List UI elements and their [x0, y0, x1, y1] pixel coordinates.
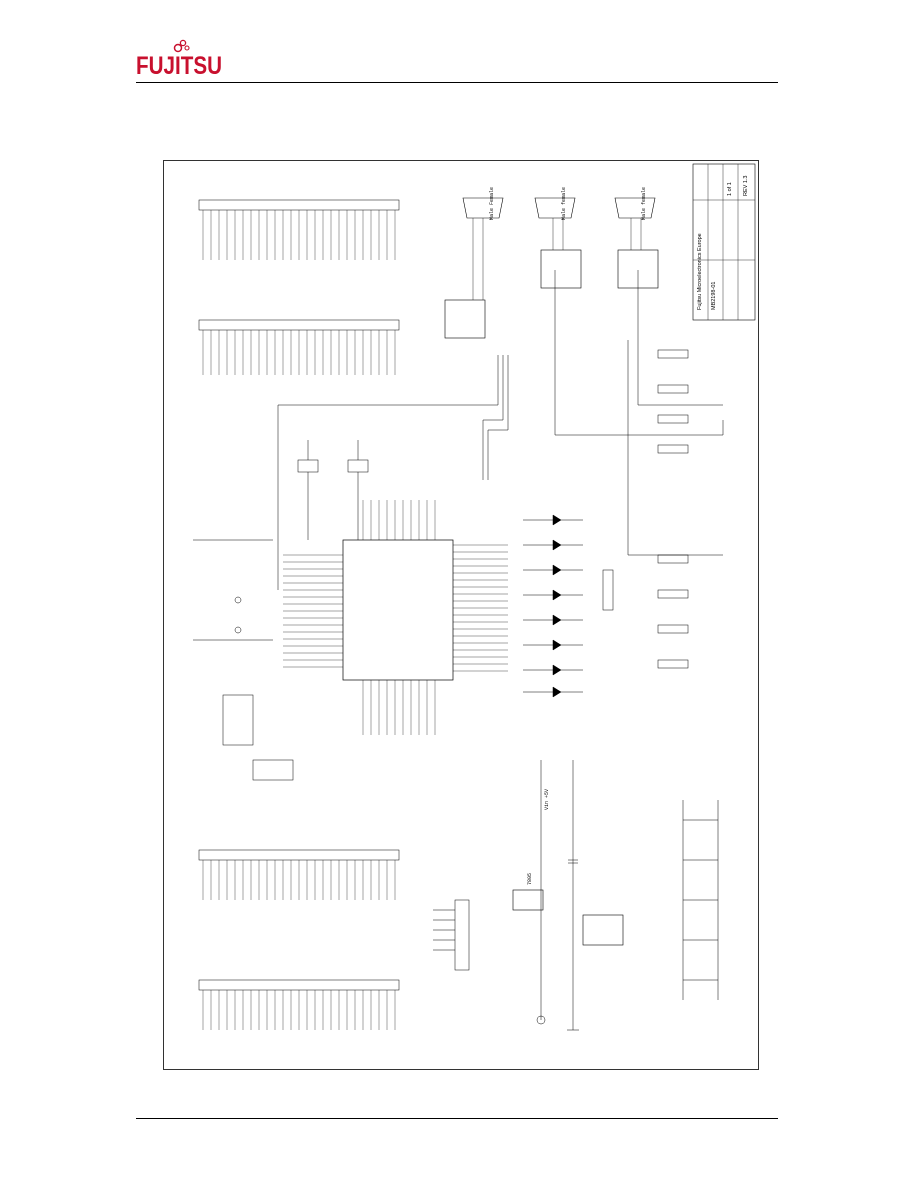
led-array — [523, 514, 614, 698]
title-block: Fujitsu Microelectronics Europe MB2198-0… — [692, 163, 756, 321]
microcontroller-ic — [283, 500, 508, 735]
svg-text:Fujitsu Microelectronics Europ: Fujitsu Microelectronics Europe — [697, 233, 703, 310]
svg-text:Male female: Male female — [641, 187, 647, 220]
header-rule — [136, 82, 778, 83]
crystal-oscillators — [297, 440, 369, 540]
svg-text:Male female: Male female — [561, 187, 567, 220]
header-connector-bottom-1 — [198, 849, 400, 900]
svg-text:7805: 7805 — [527, 873, 533, 885]
reset-switch-area — [193, 539, 294, 781]
rs232-section: Male Female Male female Male female — [444, 187, 659, 339]
power-supply: 7805 Vin +5V — [512, 760, 624, 1031]
bus-wires — [277, 270, 724, 590]
fujitsu-logo-text: FUJITSU — [136, 52, 222, 80]
circuit-schematic: Fujitsu Microelectronics Europe MB2198-0… — [163, 160, 759, 1070]
header-connector-top-1 — [198, 199, 400, 260]
svg-text:REV 1.3: REV 1.3 — [743, 176, 749, 196]
fujitsu-logo: FUJITSU — [136, 36, 236, 80]
svg-text:Male Female: Male Female — [489, 187, 495, 220]
schematic-svg: Fujitsu Microelectronics Europe MB2198-0… — [163, 160, 759, 1070]
svg-text:MB2198-01: MB2198-01 — [711, 282, 717, 310]
schematic-border — [163, 160, 759, 1070]
decoupling-caps — [682, 800, 719, 1000]
header-connector-bottom-2 — [198, 979, 400, 1030]
footer-rule — [136, 1118, 778, 1119]
jumpers-right — [657, 349, 689, 669]
jtag-header — [433, 899, 470, 971]
svg-text:Vin +5V: Vin +5V — [544, 789, 550, 810]
svg-text:1 of 1: 1 of 1 — [727, 182, 733, 196]
header-connector-top-2 — [198, 319, 400, 375]
